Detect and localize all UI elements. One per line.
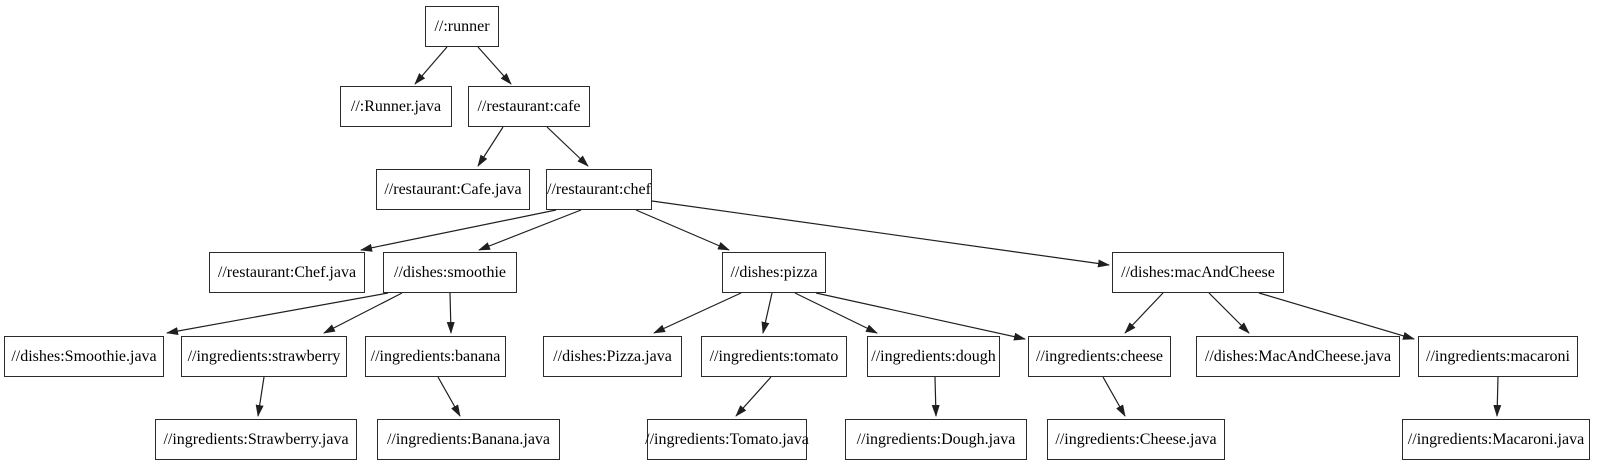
node-chef: //restaurant:chef [546,169,652,210]
node-cafe: //restaurant:cafe [468,86,590,127]
node-macaroni-java: //ingredients:Macaroni.java [1402,419,1590,460]
node-smoothie: //dishes:smoothie [383,252,517,293]
node-strawberry: //ingredients:strawberry [181,336,347,377]
edge-pizza-to-dough [794,292,878,334]
edge-smoothie-to-banana [446,292,455,334]
edge-tomato-to-tomato-java [735,376,772,417]
node-tomato: //ingredients:tomato [701,336,847,377]
node-dough: //ingredients:dough [867,336,1000,377]
edge-runner-to-cafe [477,46,512,85]
node-cheese-java: //ingredients:Cheese.java [1047,419,1225,460]
node-cafe-java: //restaurant:Cafe.java [376,169,530,210]
edge-pizza-to-tomato [761,292,773,334]
edge-cafe-to-chef [546,126,589,167]
node-smoothie-java: //dishes:Smoothie.java [4,336,164,377]
edge-pizza-to-cheese [815,292,1026,341]
edge-strawberry-to-strawberry-java [255,376,265,417]
edge-mac-and-cheese-to-macaroni [1258,292,1415,340]
edge-chef-to-chef-java [360,209,557,252]
edge-macaroni-to-macaroni-java [1493,376,1502,417]
node-runner: //:runner [425,6,499,47]
edge-banana-to-banana-java [437,376,461,417]
node-mac-and-cheese-java: //dishes:MacAndCheese.java [1196,336,1400,377]
edge-chef-to-mac-and-cheese [651,200,1110,268]
node-banana: //ingredients:banana [365,336,506,377]
node-tomato-java: //ingredients:Tomato.java [645,419,809,460]
edge-cheese-to-cheese-java [1102,376,1126,417]
node-cheese: //ingredients:cheese [1028,336,1171,377]
edge-chef-to-smoothie [478,209,582,251]
edge-cafe-to-cafe-java [477,126,504,167]
edge-smoothie-to-smoothie-java [166,292,389,335]
edge-mac-and-cheese-to-cheese [1124,292,1164,334]
node-macaroni: //ingredients:macaroni [1418,336,1578,377]
node-strawberry-java: //ingredients:Strawberry.java [155,419,357,460]
node-pizza-java: //dishes:Pizza.java [543,336,682,377]
edge-chef-to-mac-pizza [635,209,730,251]
node-mac-and-cheese: //dishes:macAndCheese [1112,252,1284,293]
node-chef-java: //restaurant:Chef.java [209,252,365,293]
edge-pizza-to-pizza-java [653,292,742,334]
edge-dough-to-dough-java [931,376,940,417]
node-dough-java: //ingredients:Dough.java [845,419,1027,460]
edge-runner-to-runner-java [414,46,448,85]
node-banana-java: //ingredients:Banana.java [377,419,560,460]
edge-mac-and-cheese-to-mac-and-cheese-java [1208,292,1250,334]
edge-smoothie-to-strawberry [323,292,403,334]
node-runner-java: //:Runner.java [340,86,452,127]
node-pizza: //dishes:pizza [722,252,826,293]
